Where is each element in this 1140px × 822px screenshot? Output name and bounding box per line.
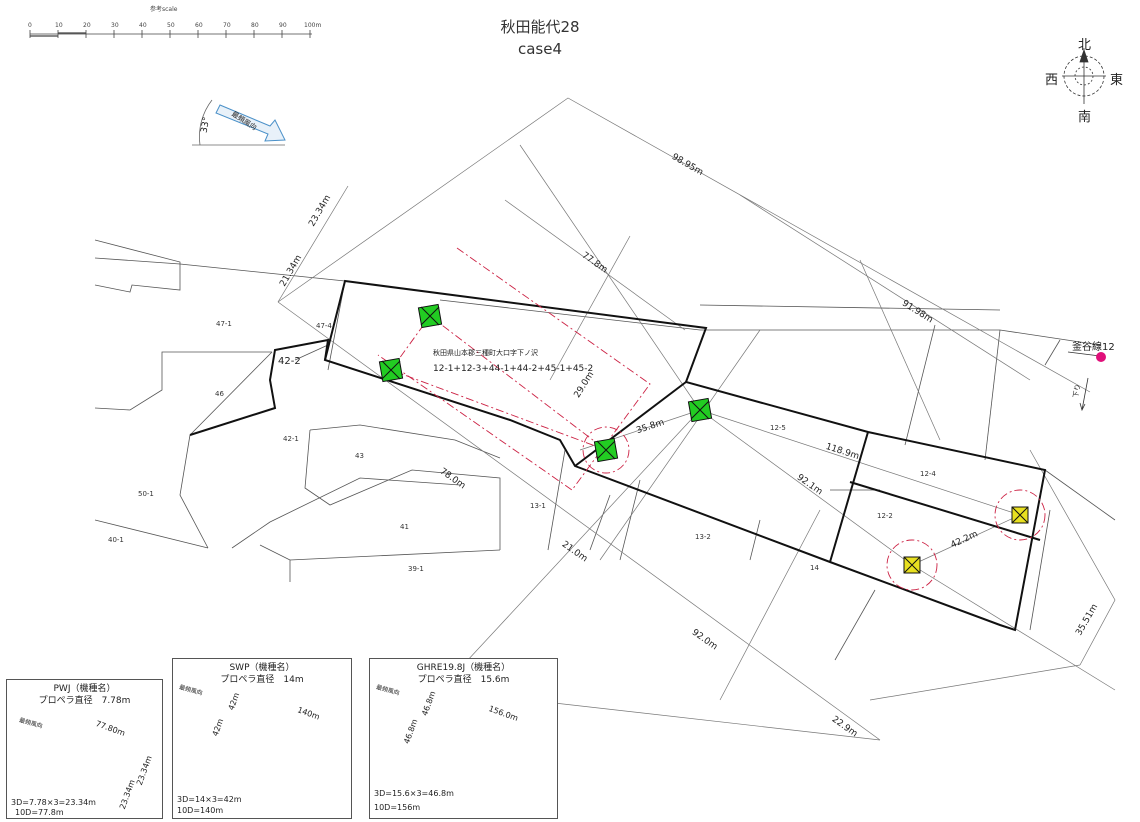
legend-swp-dim-long: 140m xyxy=(296,705,321,722)
title-line2: case4 xyxy=(517,40,563,58)
turbine-green-1[interactable] xyxy=(417,303,443,329)
wind-indicator xyxy=(192,99,286,146)
legend-pwj-rotor: プロペラ直径 7.78m xyxy=(38,696,131,706)
scale-tick-40: 40 xyxy=(139,22,147,29)
legend-pwj: PWJ（機種名） プロペラ直径 7.78m 最頻風向 77.80m 23.34m… xyxy=(6,679,163,819)
site-boundary xyxy=(189,279,1047,632)
legend-ghre-formula2: 10D=156m xyxy=(374,803,421,812)
lot-lines xyxy=(94,239,1116,661)
parcel-label: 12-5 xyxy=(770,424,786,432)
legend-swp-formula1: 3D=14×3=42m xyxy=(177,795,242,804)
parcel-label: 13-1 xyxy=(530,502,546,510)
legend-ghre-dim-a: 46.8m xyxy=(420,689,438,718)
legend-pwj-dim-a: 23.34m xyxy=(134,754,154,787)
legend-ghre-title: GHRE19.8J（機種名） xyxy=(416,663,511,673)
legend-pwj-dim-long: 77.80m xyxy=(94,719,127,738)
parcel-label: 42-1 xyxy=(283,435,299,443)
title-line1: 秋田能代28 xyxy=(500,18,580,36)
map-title: 秋田能代28 case4 xyxy=(470,16,610,60)
legend-swp-dim-b: 42m xyxy=(210,717,226,738)
parcel-label: 47-1 xyxy=(216,320,232,328)
turbine-yellow-2[interactable] xyxy=(1011,506,1029,524)
buffer-zones xyxy=(377,247,1046,591)
parcel-label: 12-4 xyxy=(920,470,936,478)
legend-ghre-formula1: 3D=15.6×3=46.8m xyxy=(374,789,454,798)
parcel-label: 12-2 xyxy=(877,512,893,520)
road-name: 釜谷線12 xyxy=(1072,342,1115,353)
site-address: 秋田県山本郡三種町大口字下ノ沢 xyxy=(433,349,538,357)
legend-swp-title: SWP（機種名） xyxy=(229,663,295,673)
parcel-label: 14 xyxy=(810,564,819,572)
legend-ghre-rotor: プロペラ直径 15.6m xyxy=(417,675,510,685)
legend-swp-rotor: プロペラ直径 14m xyxy=(220,675,304,685)
parcel-label: 50-1 xyxy=(138,490,154,498)
scale-tick-0: 0 xyxy=(28,22,32,29)
legend-swp-dim-a: 42m xyxy=(226,691,242,712)
compass-east: 東 xyxy=(1110,73,1124,88)
scale-tick-100: 100m xyxy=(304,22,322,29)
turbine-green-4[interactable] xyxy=(687,397,713,423)
scale-tick-60: 60 xyxy=(195,22,203,29)
scale-tick-30: 30 xyxy=(111,22,119,29)
legend-ghre-dim-b: 46.8m xyxy=(402,717,420,746)
site-lots: 12-1+12-3+44-1+44-2+45-1+45-2 xyxy=(433,364,594,374)
compass-rose xyxy=(1062,48,1106,104)
scale-bar xyxy=(29,30,312,38)
legend-pwj-formula1: 3D=7.78×3=23.34m xyxy=(11,798,96,807)
scale-tick-80: 80 xyxy=(251,22,259,29)
scale-tick-90: 90 xyxy=(279,22,287,29)
legend-pwj-dim-b: 23.34m xyxy=(117,778,137,811)
legend-swp: SWP（機種名） プロペラ直径 14m 最頻風向 42m 42m 140m 3D… xyxy=(172,658,352,819)
parcel-label: 39-1 xyxy=(408,565,424,573)
turbine-yellow-1[interactable] xyxy=(903,556,921,574)
parcel-label: 47-4 xyxy=(316,322,332,330)
parcel-label: 43 xyxy=(355,452,364,460)
turbine-green-2[interactable] xyxy=(378,357,404,383)
legend-ghre-dim-long: 156.0m xyxy=(487,704,520,723)
parcel-label: 42-2 xyxy=(278,356,301,367)
scale-tick-10: 10 xyxy=(55,22,63,29)
compass-north: 北 xyxy=(1078,38,1092,53)
compass-west: 西 xyxy=(1045,73,1059,88)
turbine-green-3[interactable] xyxy=(593,437,619,463)
scale-tick-70: 70 xyxy=(223,22,231,29)
scale-caption: 参考scale xyxy=(150,6,178,13)
parcel-label: 41 xyxy=(400,523,409,531)
scale-tick-50: 50 xyxy=(167,22,175,29)
compass-south: 南 xyxy=(1078,110,1092,125)
legend-swp-formula2: 10D=140m xyxy=(177,806,224,815)
legend-pwj-formula2: 10D=77.8m xyxy=(15,808,64,817)
parcel-label: 13-2 xyxy=(695,533,711,541)
legend-pwj-wind: 最頻風向 xyxy=(18,716,44,730)
parcel-label: 46 xyxy=(215,390,224,398)
scale-tick-20: 20 xyxy=(83,22,91,29)
parcel-label: 40-1 xyxy=(108,536,124,544)
legend-ghre: GHRE19.8J（機種名） プロペラ直径 15.6m 最頻風向 46.8m 4… xyxy=(369,658,558,819)
legend-pwj-title: PWJ（機種名） xyxy=(53,684,116,694)
road-marker[interactable] xyxy=(1096,352,1106,362)
